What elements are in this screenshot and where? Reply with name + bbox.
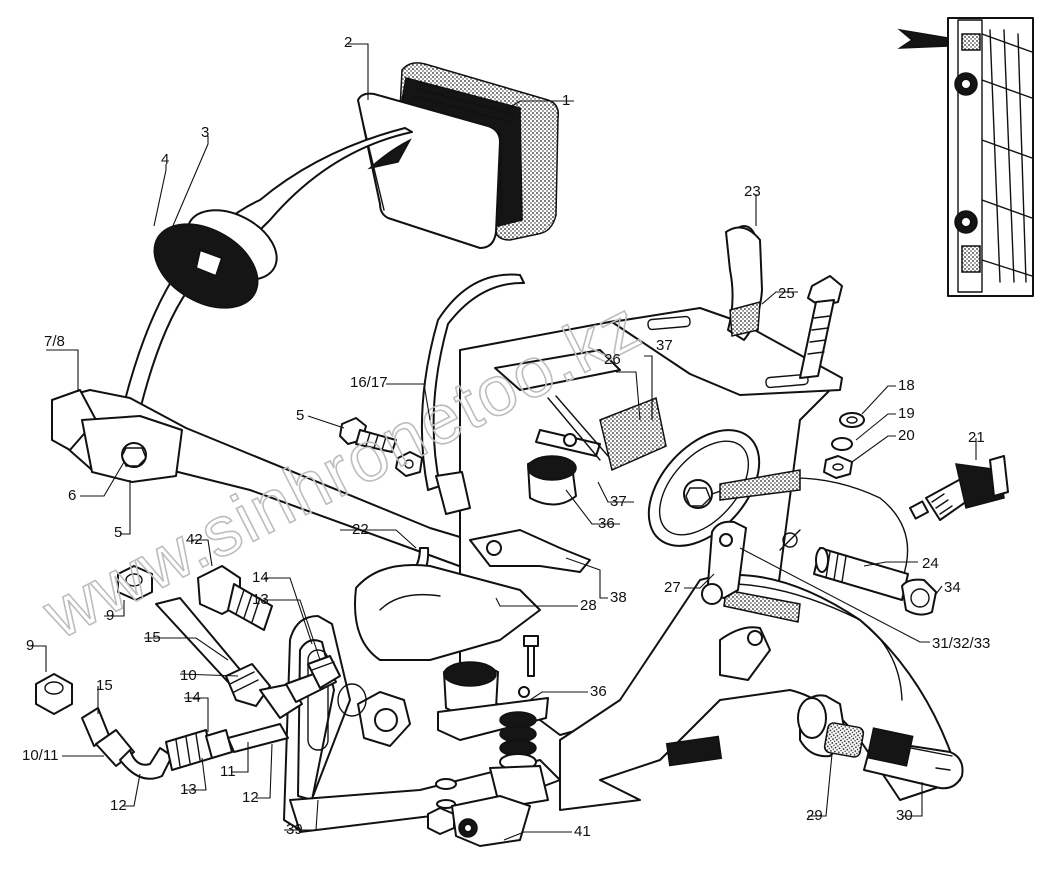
part-label-34: 34 bbox=[944, 579, 961, 596]
pedal-lever-part bbox=[51, 389, 541, 576]
rubber-stop-part bbox=[527, 395, 667, 506]
brake-light-switch-part bbox=[909, 455, 1009, 521]
part-label-29: 29 bbox=[806, 807, 823, 824]
part-label-4: 4 bbox=[161, 151, 169, 168]
bolt-part bbox=[339, 417, 397, 453]
part-label-39: 39 bbox=[286, 821, 303, 838]
part-label-28: 28 bbox=[580, 597, 597, 614]
part-label-23: 23 bbox=[744, 183, 761, 200]
clevis-part bbox=[451, 795, 531, 847]
washer-part bbox=[839, 412, 865, 428]
pivot-shaft-part bbox=[863, 727, 964, 790]
part-label-12-lower: 12 bbox=[110, 797, 127, 814]
part-label-14-lower: 14 bbox=[184, 689, 201, 706]
part-label-15-lower: 15 bbox=[96, 677, 113, 694]
nut-part bbox=[35, 673, 73, 715]
part-label-5-upper: 5 bbox=[296, 407, 304, 424]
cable-end bbox=[435, 471, 471, 515]
drawing: www.sinhronetoo.kz bbox=[30, 17, 1034, 847]
part-label-38: 38 bbox=[610, 589, 627, 606]
bolt-part bbox=[197, 565, 273, 631]
arc-plate-part bbox=[559, 574, 961, 811]
part-label-36-lower: 36 bbox=[590, 683, 607, 700]
part-label-37-lower: 37 bbox=[610, 493, 627, 510]
part-label-27: 27 bbox=[664, 579, 681, 596]
lock-washer-part bbox=[831, 437, 853, 451]
fitting-part bbox=[307, 655, 341, 689]
nut-part bbox=[427, 778, 457, 835]
part-label-42: 42 bbox=[186, 531, 203, 548]
nut-part bbox=[337, 683, 411, 747]
boot-hole bbox=[195, 249, 223, 277]
part-label-37-upper: 37 bbox=[656, 337, 673, 354]
part-label-21: 21 bbox=[968, 429, 985, 446]
stop-bushing-part bbox=[725, 225, 763, 341]
bolt-part bbox=[523, 635, 539, 677]
part-label-11: 11 bbox=[220, 763, 236, 780]
part-label-2: 2 bbox=[344, 34, 352, 51]
part-label-13-upper: 13 bbox=[252, 591, 269, 608]
stop-lever-part bbox=[469, 529, 591, 573]
part-label-30: 30 bbox=[896, 807, 913, 824]
spring-hook-upper bbox=[719, 469, 801, 501]
part-label-15-upper: 15 bbox=[144, 629, 161, 646]
part-label-16-17: 16/17 bbox=[350, 374, 388, 391]
rubber-stop-part bbox=[437, 661, 549, 741]
spring-hook-lower bbox=[723, 589, 801, 623]
part-label-1: 1 bbox=[562, 92, 570, 109]
leader-lines bbox=[30, 43, 977, 841]
part-labels: 2 1 3 4 7/8 6 5 5 16/17 22 42 9 14 13 15… bbox=[22, 34, 990, 840]
nut-part bbox=[823, 455, 853, 479]
pedal-arm-shadow bbox=[367, 138, 412, 170]
part-label-41: 41 bbox=[574, 823, 591, 840]
bolt-part bbox=[799, 275, 843, 379]
part-label-3: 3 bbox=[201, 124, 209, 141]
adjuster-rod-part bbox=[813, 547, 937, 616]
part-label-9-lower: 9 bbox=[26, 637, 34, 654]
part-label-22: 22 bbox=[352, 521, 369, 538]
part-label-26: 26 bbox=[604, 351, 621, 368]
part-label-9-upper: 9 bbox=[106, 607, 114, 624]
master-cylinder-bracket-part bbox=[354, 563, 541, 661]
part-label-7-8: 7/8 bbox=[44, 333, 65, 350]
part-label-31-32-33: 31/32/33 bbox=[932, 635, 990, 652]
pivot-bushing-part bbox=[797, 694, 865, 758]
brake-line-part bbox=[81, 707, 289, 780]
vehicle-locator-inset bbox=[897, 17, 1034, 297]
part-label-6: 6 bbox=[68, 487, 76, 504]
part-label-24: 24 bbox=[922, 555, 939, 572]
part-label-5-lower: 5 bbox=[114, 524, 122, 541]
part-label-12-upper: 12 bbox=[242, 789, 259, 806]
lever-pin-part bbox=[701, 520, 801, 605]
part-label-14-upper: 14 bbox=[252, 569, 269, 586]
part-label-19: 19 bbox=[898, 405, 915, 422]
part-label-25: 25 bbox=[778, 285, 795, 302]
part-label-20: 20 bbox=[898, 427, 915, 444]
nut-part bbox=[117, 565, 153, 601]
part-label-10: 10 bbox=[180, 667, 197, 684]
part-label-36-upper: 36 bbox=[598, 515, 615, 532]
part-label-10-11: 10/11 bbox=[22, 747, 58, 764]
part-label-13-lower: 13 bbox=[180, 781, 197, 798]
nut-part bbox=[395, 451, 423, 477]
part-label-18: 18 bbox=[898, 377, 915, 394]
